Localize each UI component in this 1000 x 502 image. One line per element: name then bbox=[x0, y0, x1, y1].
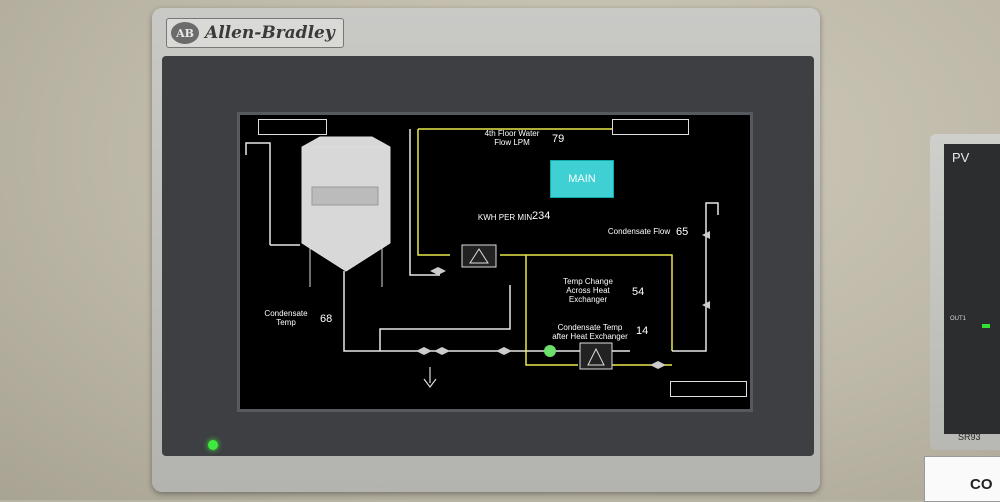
floor-water-value: 79 bbox=[552, 133, 565, 145]
kwh-value: 234 bbox=[532, 210, 551, 222]
out1-label: OUT1 bbox=[950, 316, 967, 322]
condensate-tank-icon bbox=[301, 136, 391, 287]
nav-tag-bottom-right[interactable] bbox=[670, 381, 747, 397]
out1-led-icon bbox=[982, 324, 990, 328]
condensate-flow-value: 65 bbox=[676, 226, 689, 238]
label-card-text: CO bbox=[970, 476, 993, 493]
condensate-temp-value: 68 bbox=[320, 313, 333, 325]
water-pipe-yellow bbox=[417, 129, 450, 256]
valve-icons bbox=[416, 231, 710, 369]
temp-change-label: Temp Change Across Heat Exchanger bbox=[563, 277, 613, 304]
temp-change-value: 54 bbox=[632, 286, 645, 298]
heat-exchanger-bottom-icon bbox=[579, 342, 613, 370]
kwh-label: KWH PER MIN bbox=[477, 213, 533, 222]
hmi-screen[interactable]: 4th Floor Water Flow LPM 79 MAIN KWH PER… bbox=[237, 112, 753, 412]
main-button[interactable]: MAIN bbox=[550, 160, 614, 198]
label-card bbox=[924, 456, 1000, 502]
brand-badge: AB Allen-Bradley bbox=[166, 18, 344, 48]
pv-label: PV bbox=[952, 150, 970, 165]
brand-name: Allen-Bradley bbox=[205, 23, 335, 43]
heat-exchanger-top-icon bbox=[461, 244, 497, 268]
nav-tag-top-right[interactable] bbox=[612, 119, 689, 135]
pump-icon bbox=[544, 345, 556, 357]
controller-model: SR93 bbox=[958, 432, 981, 442]
condensate-temp-after-label: Condensate Temp after Heat Exchanger bbox=[552, 323, 628, 341]
ab-logo-icon: AB bbox=[171, 22, 199, 44]
condensate-temp-after-value: 14 bbox=[636, 325, 649, 337]
condensate-return-pipe bbox=[672, 211, 707, 352]
vent-pipe bbox=[245, 142, 271, 245]
floor-water-label: 4th Floor Water Flow LPM bbox=[484, 129, 540, 147]
side-controller bbox=[930, 134, 1000, 450]
controller-display bbox=[944, 144, 1000, 434]
condensate-temp-label: Condensate Temp bbox=[264, 309, 308, 327]
piping-diagram bbox=[245, 128, 719, 388]
drain-icon bbox=[423, 367, 437, 388]
nav-tag-left[interactable] bbox=[258, 119, 327, 135]
power-led-icon bbox=[208, 440, 218, 450]
condensate-main-pipe bbox=[343, 271, 630, 352]
condensate-flow-label: Condensate Flow bbox=[607, 227, 671, 236]
